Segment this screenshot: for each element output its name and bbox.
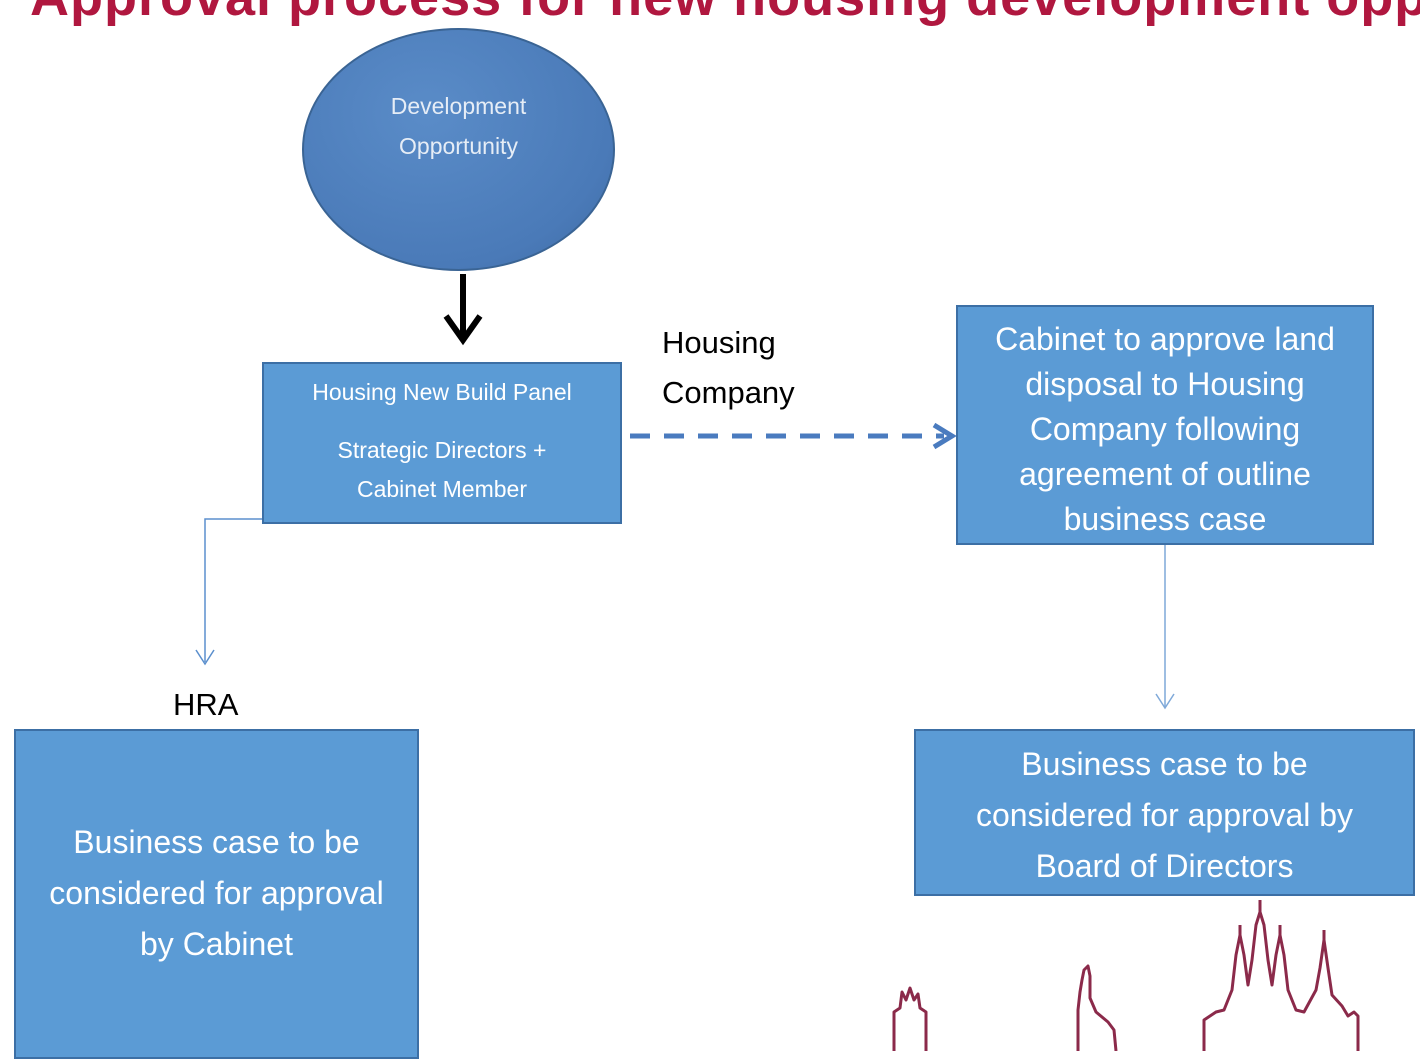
node-text: Cabinet to approve land	[995, 321, 1335, 357]
node-text: considered for approval by	[975, 797, 1354, 833]
node-text: by Cabinet	[140, 926, 293, 962]
logo-spires-icon	[892, 900, 1360, 1051]
label-line: Housing	[662, 325, 776, 360]
housing-company-label: Housing Company	[662, 318, 795, 418]
board-business-case-node: Business case to be considered for appro…	[914, 729, 1415, 896]
down-arrow-icon	[443, 274, 483, 346]
node-text: Business case to be	[73, 824, 360, 860]
node-text: Board of Directors	[1035, 848, 1294, 884]
company-connector	[1155, 545, 1175, 710]
cabinet-land-disposal-node: Cabinet to approve land disposal to Hous…	[956, 305, 1374, 545]
housing-new-build-panel-node: Housing New Build Panel Strategic Direct…	[262, 362, 622, 524]
node-text: Opportunity	[399, 133, 518, 159]
node-text: Cabinet Member	[356, 476, 528, 502]
node-text: business case	[1063, 501, 1267, 537]
panel-title: Housing New Build Panel	[312, 379, 572, 405]
hra-connector	[195, 518, 262, 666]
node-text: Business case to be	[1021, 746, 1308, 782]
node-text: agreement of outline	[1019, 456, 1311, 492]
node-text: Strategic Directors +	[337, 437, 547, 463]
dashed-right-arrow-icon	[596, 422, 957, 450]
node-text: Company following	[1029, 411, 1301, 447]
development-opportunity-node: Development Opportunity	[302, 28, 615, 271]
page-title-text: Approval process for new housing develop…	[30, 0, 1420, 28]
node-text: considered for approval	[49, 875, 384, 911]
hra-label: HRA	[173, 687, 239, 722]
page-title: Approval process for new housing develop…	[0, 0, 1420, 34]
cabinet-business-case-node: Business case to be considered for appro…	[14, 729, 419, 1059]
node-text: Development	[390, 93, 527, 119]
node-text: disposal to Housing	[1025, 366, 1305, 402]
label-line: Company	[662, 375, 795, 410]
